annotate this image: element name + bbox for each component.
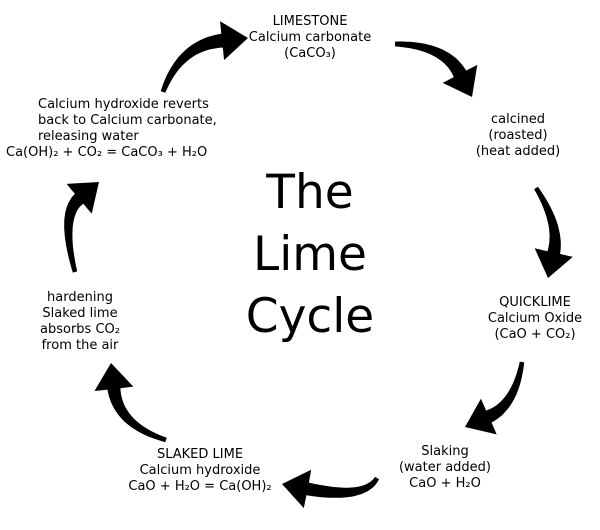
stage-line: CaO + H₂O = Ca(OH)₂ [128,479,272,494]
stage-line: Calcium hydroxide [139,463,261,478]
stage-slaked-lime: SLAKED LIME Calcium hydroxide CaO + H₂O … [120,447,280,495]
stage-line: (CaO + CO₂) [494,327,576,342]
stage-line: Calcium Oxide [487,311,583,326]
stage-line: Calcium carbonate [248,30,372,45]
stage-line: from the air [41,338,119,353]
stage-line: (heat added) [475,144,561,159]
stage-hardening: hardening Slaked lime absorbs CO₂ from t… [30,290,130,354]
arrow-hardening-to-reverts-icon [64,182,99,273]
title-line: The [266,165,354,220]
stage-line: back to Calcium carbonate, [38,113,217,128]
stage-line: Ca(OH)₂ + CO₂ = CaCO₃ + H₂O [6,145,208,160]
arrow-slaking-to-slaked-lime-icon [282,469,379,509]
arrow-limestone-to-calcined-icon [395,41,478,97]
stage-slaking: Slaking (water added) CaO + H₂O [390,444,500,492]
stage-line: Slaking [421,444,469,459]
stage-line: (CaCO₃) [284,46,336,61]
stage-line: Calcium hydroxide reverts [38,97,209,112]
stage-line: hardening [47,290,113,305]
stage-limestone: LIMESTONE Calcium carbonate (CaCO₃) [245,14,375,62]
title-line: Lime [253,227,367,282]
stage-line: absorbs CO₂ [40,322,120,337]
stage-line: LIMESTONE [272,14,348,29]
arrow-calcined-to-quicklime-icon [534,186,573,278]
title-line: Cycle [245,289,375,344]
stage-line: calcined [491,112,545,127]
stage-line: CaO + H₂O [409,476,481,491]
stage-line: Slaked lime [42,306,118,321]
arrow-reverts-to-limestone-icon [160,21,248,93]
stage-line: SLAKED LIME [156,447,244,462]
arrow-quicklime-to-slaking-icon [465,361,525,435]
stage-calcined: calcined (roasted) (heat added) [468,112,568,160]
stage-quicklime: QUICKLIME Calcium Oxide (CaO + CO₂) [480,295,590,343]
stage-line: releasing water [38,129,139,144]
stage-line: QUICKLIME [499,295,571,310]
stage-line: (roasted) [488,128,548,143]
arrow-slaked-lime-to-hardening-icon [94,363,167,443]
stage-reverts: Calcium hydroxide reverts back to Calciu… [6,97,238,161]
stage-line: (water added) [398,460,492,475]
diagram-title: The Lime Cycle [240,162,380,348]
